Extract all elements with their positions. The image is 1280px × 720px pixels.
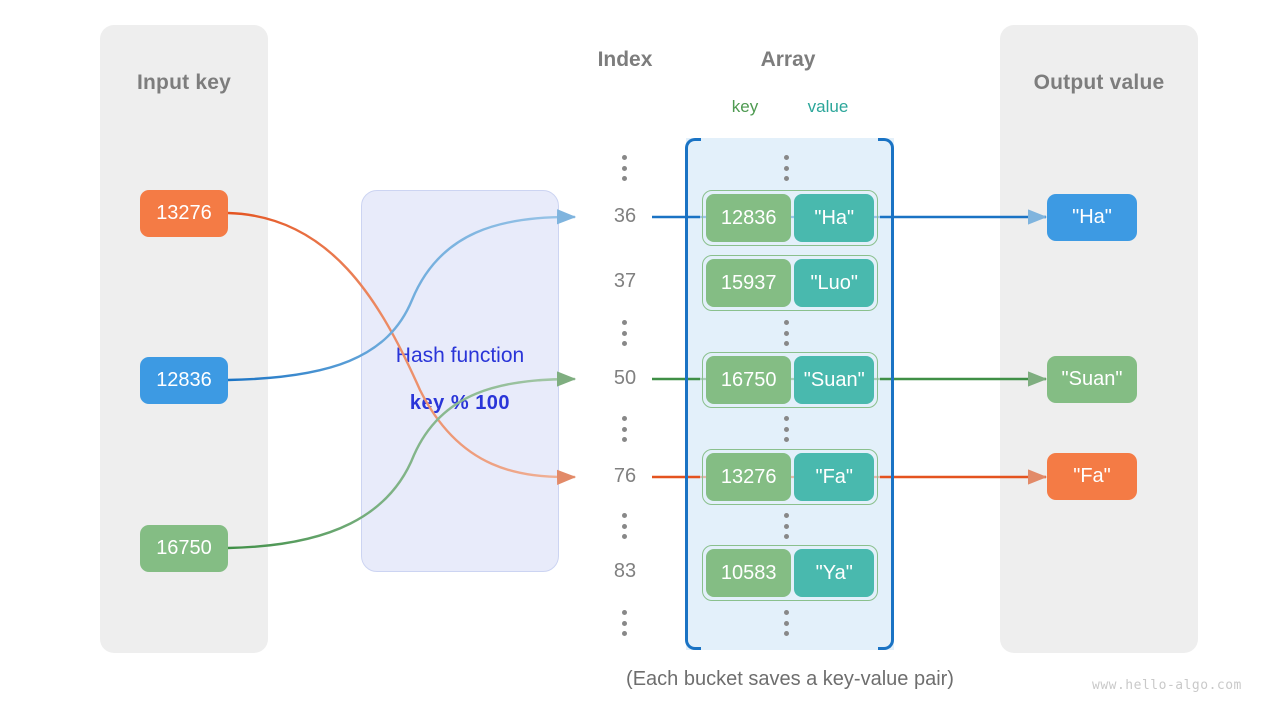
bucket-value-label: "Ha" (814, 206, 855, 229)
array-bracket-left (685, 138, 701, 650)
hash-function-title: Hash function (395, 344, 525, 367)
hash-function-formula: key % 100 (409, 392, 511, 414)
output-value-chip-1[interactable]: "Suan" (1047, 356, 1137, 403)
hash-function-box (361, 190, 559, 572)
input-key-label: 12836 (156, 369, 212, 391)
bucket-value-cell: "Luo" (794, 259, 874, 307)
index-ellipsis-4 (622, 610, 628, 636)
output-value-panel-title: Output value (1033, 71, 1165, 94)
bucket-value-label: "Luo" (810, 271, 859, 294)
bucket-value-cell: "Ya" (794, 549, 874, 597)
input-key-panel-title: Input key (137, 71, 231, 94)
bucket-key-label: 13276 (720, 465, 777, 488)
bucket-key-label: 16750 (720, 368, 777, 391)
bucket-key-cell: 15937 (706, 259, 792, 307)
input-key-chip-1[interactable]: 12836 (140, 357, 228, 404)
array-ellipsis-4 (784, 610, 790, 636)
diagram-caption: (Each bucket saves a key-value pair) (626, 668, 954, 690)
output-value-chip-2[interactable]: "Fa" (1047, 453, 1137, 500)
input-key-chip-2[interactable]: 16750 (140, 525, 228, 572)
bucket-row[interactable]: 13276 "Fa" (702, 449, 878, 505)
bucket-value-subheading: value (807, 97, 849, 116)
watermark: www.hello-algo.com (1092, 678, 1242, 693)
index-label-83: 83 (613, 560, 637, 582)
bucket-value-label: "Suan" (803, 368, 865, 391)
array-bracket-right (878, 138, 894, 650)
bucket-key-label: 15937 (720, 271, 777, 294)
bucket-key-label: 12836 (720, 206, 777, 229)
array-column-heading: Array (760, 48, 816, 71)
index-label-37: 37 (613, 270, 637, 292)
index-label-36: 36 (613, 205, 637, 227)
index-ellipsis-1 (622, 320, 628, 346)
bucket-row[interactable]: 16750 "Suan" (702, 352, 878, 408)
index-label-50: 50 (613, 367, 637, 389)
bucket-value-cell: "Ha" (794, 194, 874, 242)
bucket-value-cell: "Suan" (794, 356, 874, 404)
array-ellipsis-2 (784, 416, 790, 442)
bucket-row[interactable]: 15937 "Luo" (702, 255, 878, 311)
bucket-key-cell: 13276 (706, 453, 792, 501)
index-column-heading: Index (597, 48, 653, 71)
index-ellipsis-2 (622, 416, 628, 442)
output-value-label: "Fa" (1073, 465, 1111, 487)
input-key-label: 13276 (156, 202, 212, 224)
bucket-value-label: "Fa" (815, 465, 854, 488)
bucket-key-label: 10583 (720, 561, 777, 584)
bucket-key-cell: 10583 (706, 549, 792, 597)
bucket-row[interactable]: 12836 "Ha" (702, 190, 878, 246)
bucket-row[interactable]: 10583 "Ya" (702, 545, 878, 601)
output-value-label: "Ha" (1072, 206, 1112, 228)
array-ellipsis-3 (784, 513, 790, 539)
bucket-key-cell: 16750 (706, 356, 792, 404)
input-key-chip-0[interactable]: 13276 (140, 190, 228, 237)
index-ellipsis-3 (622, 513, 628, 539)
array-ellipsis-1 (784, 320, 790, 346)
output-value-label: "Suan" (1061, 368, 1123, 390)
array-ellipsis-0 (784, 155, 790, 181)
output-value-chip-0[interactable]: "Ha" (1047, 194, 1137, 241)
bucket-key-subheading: key (731, 97, 759, 116)
input-key-label: 16750 (156, 537, 212, 559)
bucket-value-label: "Ya" (815, 561, 853, 584)
bucket-key-cell: 12836 (706, 194, 792, 242)
index-label-76: 76 (613, 465, 637, 487)
index-ellipsis-0 (622, 155, 628, 181)
bucket-value-cell: "Fa" (794, 453, 874, 501)
output-value-panel: Output value (1000, 25, 1198, 653)
